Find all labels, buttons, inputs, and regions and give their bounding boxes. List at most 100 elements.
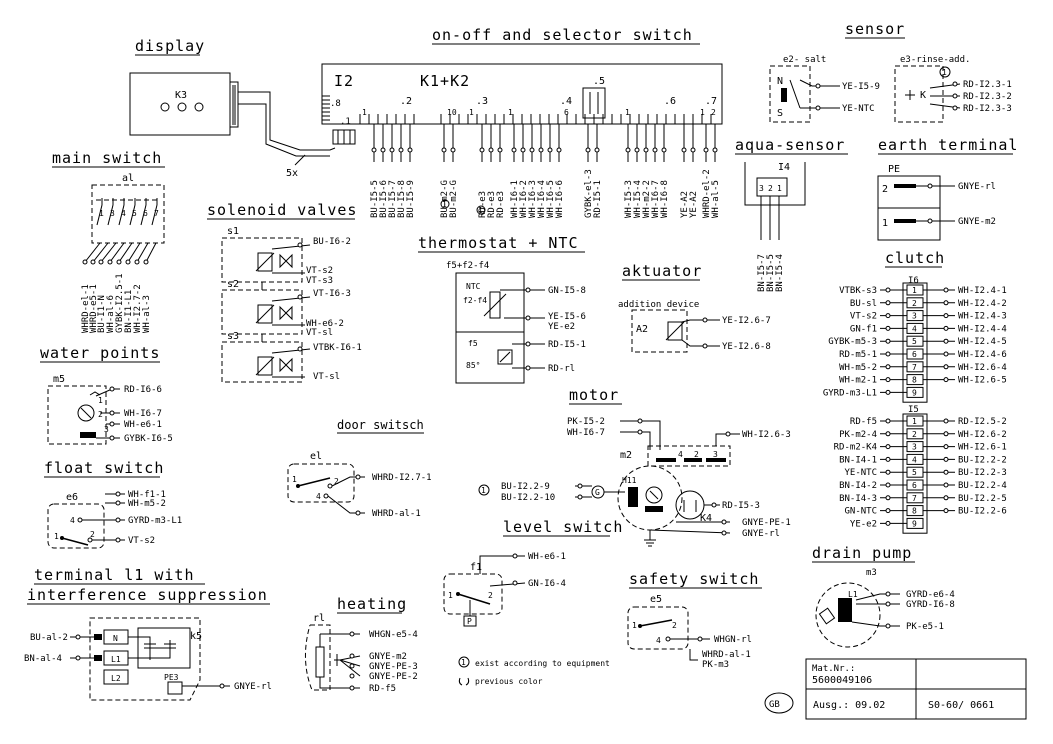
- aqua-wire-3: BN-I5-4: [775, 254, 785, 292]
- heading-heating: heating: [337, 595, 407, 613]
- heading-interference: interference suppression: [27, 586, 268, 604]
- aqua-pin-1: 1: [777, 184, 782, 193]
- clutch-left-label: WH-m5-2: [839, 363, 877, 373]
- earth-wire-2: GNYE-m2: [958, 217, 996, 227]
- clutch-left-label: GN-f1: [850, 324, 877, 334]
- heading-safety-switch: safety switch: [629, 570, 759, 588]
- solenoid-s1-wire-3: VT-s3: [306, 276, 333, 286]
- motor-g: G: [595, 488, 600, 497]
- float-wire-4: VT-s2: [128, 536, 155, 546]
- motor-pin-3: 3: [713, 450, 718, 459]
- motor-right-wire-3: GNYE-rl: [742, 529, 780, 539]
- main-switch-wire-label: GYBK-I2.5-1: [115, 273, 125, 333]
- solenoid-s2-wire-1: VT-I6-3: [313, 289, 351, 299]
- drain-wire-2: GYRD-I6-8: [906, 600, 955, 610]
- main-switch-pin: 6: [143, 209, 148, 218]
- selector-pin-1: .1: [340, 117, 351, 127]
- terminal-n: N: [113, 634, 118, 643]
- earth-pin-2: 2: [882, 184, 888, 195]
- selector-wire-label: WH-I6-2: [519, 180, 529, 218]
- selector-wire-label: WH-I6-3: [528, 180, 538, 218]
- clutch-left-label: BN-I4-2: [839, 481, 877, 491]
- motor-pin-2: 2: [694, 450, 699, 459]
- sensor-e3-label: e3-rinse-add.: [900, 55, 970, 65]
- clutch-right-label: WH-I2.6-1: [958, 443, 1007, 453]
- main-switch-wire-label: WHRD-el-1: [81, 284, 91, 333]
- clutch-right-label: BU-I2.2-5: [958, 494, 1007, 504]
- selector-wire-label: WH-I6-1: [510, 180, 520, 218]
- heading-aqua-sensor: aqua-sensor: [735, 136, 845, 154]
- selector-wire-label: RD-I5-1: [593, 180, 603, 218]
- float-pin-4: 4: [70, 516, 75, 525]
- aqua-sensor-module: I4 3 2 1 BN-I5-7 BN-I5-5 BN-I5-4: [744, 162, 806, 292]
- selector-ref-i2: I2: [334, 72, 354, 90]
- selector-wire-label: RD-e3: [496, 191, 506, 218]
- clutch-right-label: WH-I2.4-5: [958, 337, 1007, 347]
- sensor-e2-label: e2- salt: [783, 55, 826, 65]
- selector-wire-label: BU-I5-8: [397, 180, 407, 218]
- aqua-ref: I4: [778, 162, 790, 173]
- heading-clutch: clutch: [885, 249, 945, 267]
- heading-earth-terminal: earth terminal: [878, 136, 1018, 154]
- water-points-wire-2: WH-I6-7: [124, 409, 162, 419]
- main-switch-ref: al: [122, 173, 134, 184]
- motor-h1: H11: [622, 476, 637, 485]
- heading-solenoid-valves: solenoid valves: [207, 201, 357, 219]
- selector-ref-k: K1+K2: [420, 72, 470, 90]
- solenoid-s1-wire-2: VT-s2: [306, 266, 333, 276]
- clutch-left-label: PK-m2-4: [839, 430, 877, 440]
- selector-wire-label: BU-I5-6: [379, 180, 389, 218]
- motor-in-wire-2: WH-I6-7: [567, 428, 605, 438]
- main-switch-wire-label: WH-I2.7-2: [133, 284, 143, 333]
- clutch-num: 9: [912, 388, 917, 397]
- display-cable-count: 5x: [286, 168, 298, 179]
- thermostat-wire-2: YE-I5-6: [548, 312, 586, 322]
- door-switch-module: el 1 2 4 WHRD-I2.7-1 WHRD-al-1: [287, 451, 432, 519]
- selector-wire-label: WH-m2-2: [642, 180, 652, 218]
- thermostat-ntc: NTC: [466, 282, 481, 291]
- safety-pin-4: 4: [656, 636, 661, 645]
- selector-wire-label: WH-I6-8: [660, 180, 670, 218]
- drain-pump-module: m3 L1 GYRD-e6-4 GYRD-I6-8 PK-e5-1: [815, 568, 955, 648]
- clutch-right-label: BU-I2.2-2: [958, 455, 1007, 465]
- clutch-left-label: BU-sl: [850, 299, 877, 309]
- selector-pin-5: .5: [593, 76, 605, 87]
- selector-pin-4: .4: [560, 96, 572, 107]
- safety-pin-1: 1: [632, 621, 637, 630]
- motor-k4: K4: [700, 513, 712, 524]
- aktuator-ref: A2: [636, 324, 648, 335]
- clutch-num: 1: [912, 286, 917, 295]
- heating-ref: rl: [313, 613, 325, 624]
- water-points-module: m5 1 2 3 RD-I6-6 WH-I6-7 WH-e6-1 GYBK-I6…: [47, 374, 173, 445]
- main-switch-wire-label: BU-I1-N: [97, 295, 107, 333]
- clutch-left-label: GYRD-m3-L1: [823, 388, 877, 398]
- motor-pin-4: 4: [678, 450, 683, 459]
- clutch-num: 8: [912, 376, 917, 385]
- float-pin-1: 1: [54, 532, 59, 541]
- level-wire-1: WH-e6-1: [528, 552, 566, 562]
- sensor-e3-wire-1: RD-I2.3-1: [963, 80, 1012, 90]
- aktuator-label: addition device: [618, 300, 699, 310]
- clutch-num: 3: [912, 443, 917, 452]
- selector-wire-label: WH-I6-6: [555, 180, 565, 218]
- float-pin-2: 2: [90, 530, 95, 539]
- terminal-wire-1: BU-al-2: [30, 633, 68, 643]
- level-wire-2: GN-I6-4: [528, 579, 566, 589]
- motor-left-wire-2: BU-I2.2-10: [501, 493, 555, 503]
- sensor-e3-note: 1: [942, 68, 947, 77]
- aqua-wire-2: BN-I5-5: [766, 254, 776, 292]
- clutch-right-label: WH-I2.6-5: [958, 376, 1007, 386]
- earth-wire-1: GNYE-rl: [958, 182, 996, 192]
- motor-right-wire-1: RD-I5-3: [722, 501, 760, 511]
- selector-wire-label: YE-A2: [689, 191, 699, 218]
- solenoid-s2-wire-2: WH-e6-2: [306, 319, 344, 329]
- selector-wire-label: WHRD-el-2: [702, 169, 712, 218]
- float-wire-3: GYRD-m3-L1: [128, 516, 182, 526]
- solenoid-s2-wire-3: VT-sl: [306, 328, 333, 338]
- heating-wire-4: GNYE-PE-2: [369, 672, 418, 682]
- title-code: S0-60/ 0661: [928, 700, 994, 711]
- motor-module: PK-I5-2 WH-I6-7 m2 4 2 3 WH-I2.6-3 H11 K…: [478, 417, 791, 547]
- selector-wire-label: WH-I6-5: [546, 180, 556, 218]
- clutch-left-label: YE-e2: [850, 519, 877, 529]
- sensor-e2-wire-1: YE-I5-9: [842, 82, 880, 92]
